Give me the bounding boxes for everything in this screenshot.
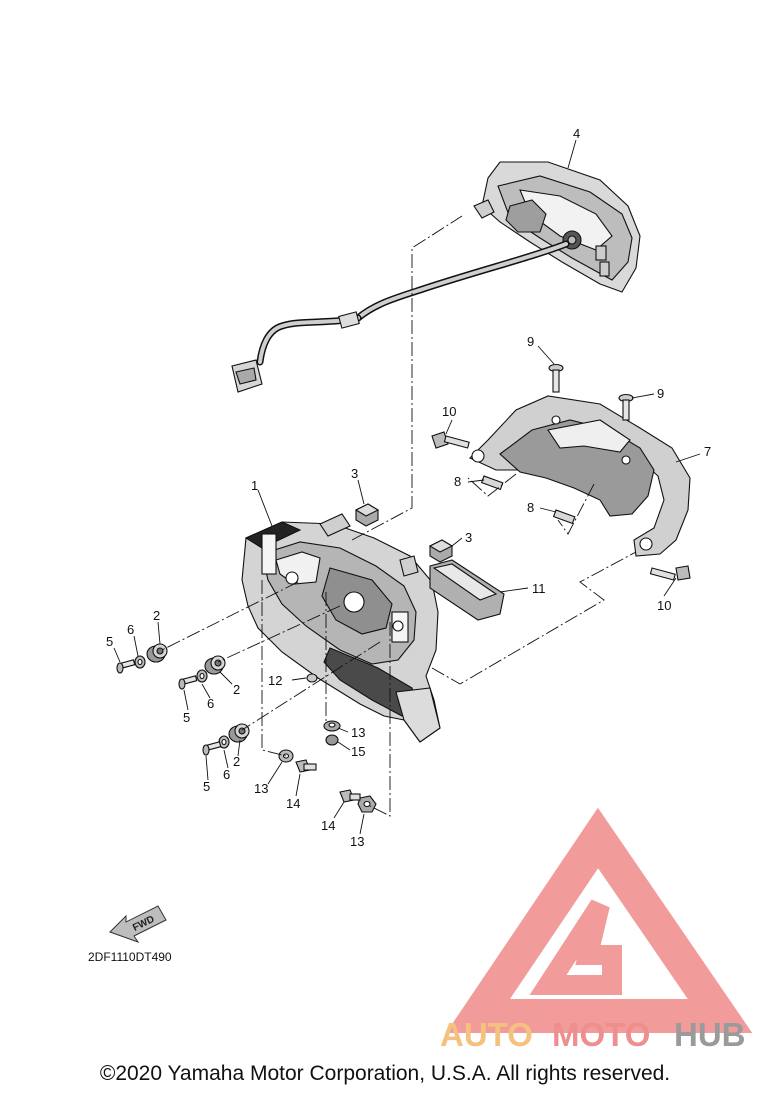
automotohub-wordmark: AUTO MOTO HUB [440,1016,746,1053]
part-bolt-14a [295,759,317,773]
part-collar-8b [552,509,576,525]
part-clip-nut-lower [428,539,454,563]
logo-inner-shape [529,899,622,995]
leader-lines [113,139,701,835]
callout-13: 13 [254,781,268,796]
callout-8: 8 [454,474,461,489]
callout-9: 9 [527,334,534,349]
callout-11: 11 [532,581,546,596]
watermark-moto: MOTO [552,1016,650,1053]
part-bolt-14b [339,789,361,803]
watermark-auto: AUTO [440,1016,533,1053]
callout-labels: 4 9 9 10 7 8 8 1 3 3 11 10 2 6 5 2 6 5 1… [106,126,711,849]
part-clip-nut-upper [354,503,380,527]
watermark-hub: HUB [674,1016,746,1053]
part-bolt-9a [548,363,564,393]
part-bolt-5c [202,741,222,756]
part-grommet-2a [146,643,168,663]
part-nut-13c [357,795,377,813]
callout-13: 13 [350,834,364,849]
part-bolt-5b [178,675,198,690]
part-stay-bracket [469,395,691,557]
part-collar-8a [480,475,504,491]
callout-3: 3 [465,530,472,545]
callout-7: 7 [704,444,711,459]
callout-2: 2 [153,608,160,623]
part-meter-assembly [473,161,641,293]
part-nut-13a [323,720,341,732]
diagram-code: 2DF1110DT490 [88,950,172,964]
part-grommet-2b [204,655,226,675]
part-bolt-10b [649,565,691,581]
part-collar-15 [325,734,339,746]
copyright-notice: ©2020 Yamaha Motor Corporation, U.S.A. A… [99,1062,671,1085]
callout-5: 5 [183,710,190,725]
meter-wire-harness [231,240,570,393]
callout-2: 2 [233,754,240,769]
callout-1: 1 [251,478,258,493]
callout-6: 6 [127,622,134,637]
part-grommet-2c [228,723,250,743]
callout-5: 5 [203,779,210,794]
part-collar-6a [134,655,146,669]
callout-2: 2 [233,682,240,697]
callout-13: 13 [351,725,365,740]
callout-10: 10 [442,404,456,419]
callout-8: 8 [527,500,534,515]
assembly-reference-lines [161,215,637,817]
callout-12: 12 [268,673,282,688]
callout-4: 4 [573,126,580,141]
part-bolt-10a [431,431,470,449]
automotohub-logo [446,807,753,1033]
part-plate-reflector [429,559,505,621]
callout-15: 15 [351,744,365,759]
callout-14: 14 [321,818,335,833]
callout-6: 6 [223,767,230,782]
forward-direction-arrow: FWD [109,905,167,943]
callout-6: 6 [207,696,214,711]
callout-5: 5 [106,634,113,649]
logo-triangle [446,807,753,1033]
part-headlight-body [241,513,441,743]
callout-14: 14 [286,796,300,811]
callout-3: 3 [351,466,358,481]
part-collar-6b [196,669,208,683]
part-screw-12 [306,673,318,683]
part-bolt-5a [116,659,136,674]
callout-9: 9 [657,386,664,401]
callout-10: 10 [657,598,671,613]
